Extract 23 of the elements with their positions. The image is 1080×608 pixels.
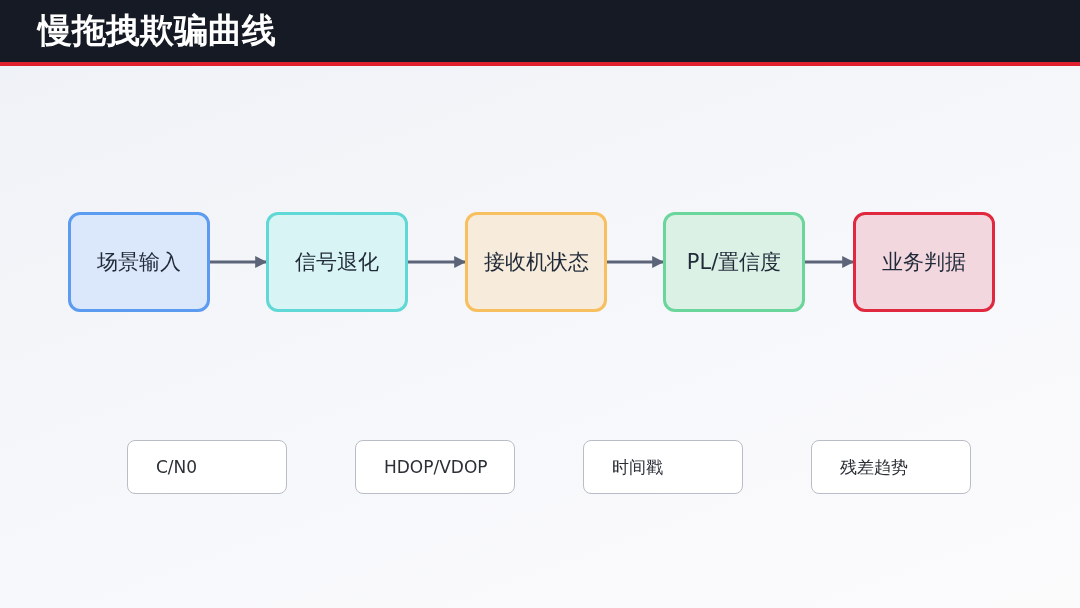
node-label: 接收机状态 [483, 249, 589, 276]
arrow [607, 256, 665, 268]
arrow [408, 256, 467, 268]
metric-box [127, 440, 287, 494]
node-label: C/N0 [156, 457, 198, 477]
metric-box [355, 440, 515, 494]
slide-title: 慢拖拽欺骗曲线 [38, 9, 276, 52]
process-box [266, 212, 408, 312]
node-label: 场景输入 [97, 249, 181, 276]
metric-box [583, 440, 743, 494]
node-label: PL/置信度 [686, 249, 782, 276]
process-box [68, 212, 210, 312]
metric-box [811, 440, 971, 494]
process-box [853, 212, 995, 312]
process-box [465, 212, 607, 312]
arrow [210, 256, 268, 268]
node-label: 业务判据 [882, 249, 966, 276]
process-box [663, 212, 805, 312]
node-label: 残差趋势 [840, 455, 908, 479]
arrow [805, 256, 855, 268]
node-label: HDOP/VDOP [384, 457, 488, 477]
node-label: 信号退化 [295, 249, 379, 276]
node-label: 时间戳 [612, 455, 663, 479]
